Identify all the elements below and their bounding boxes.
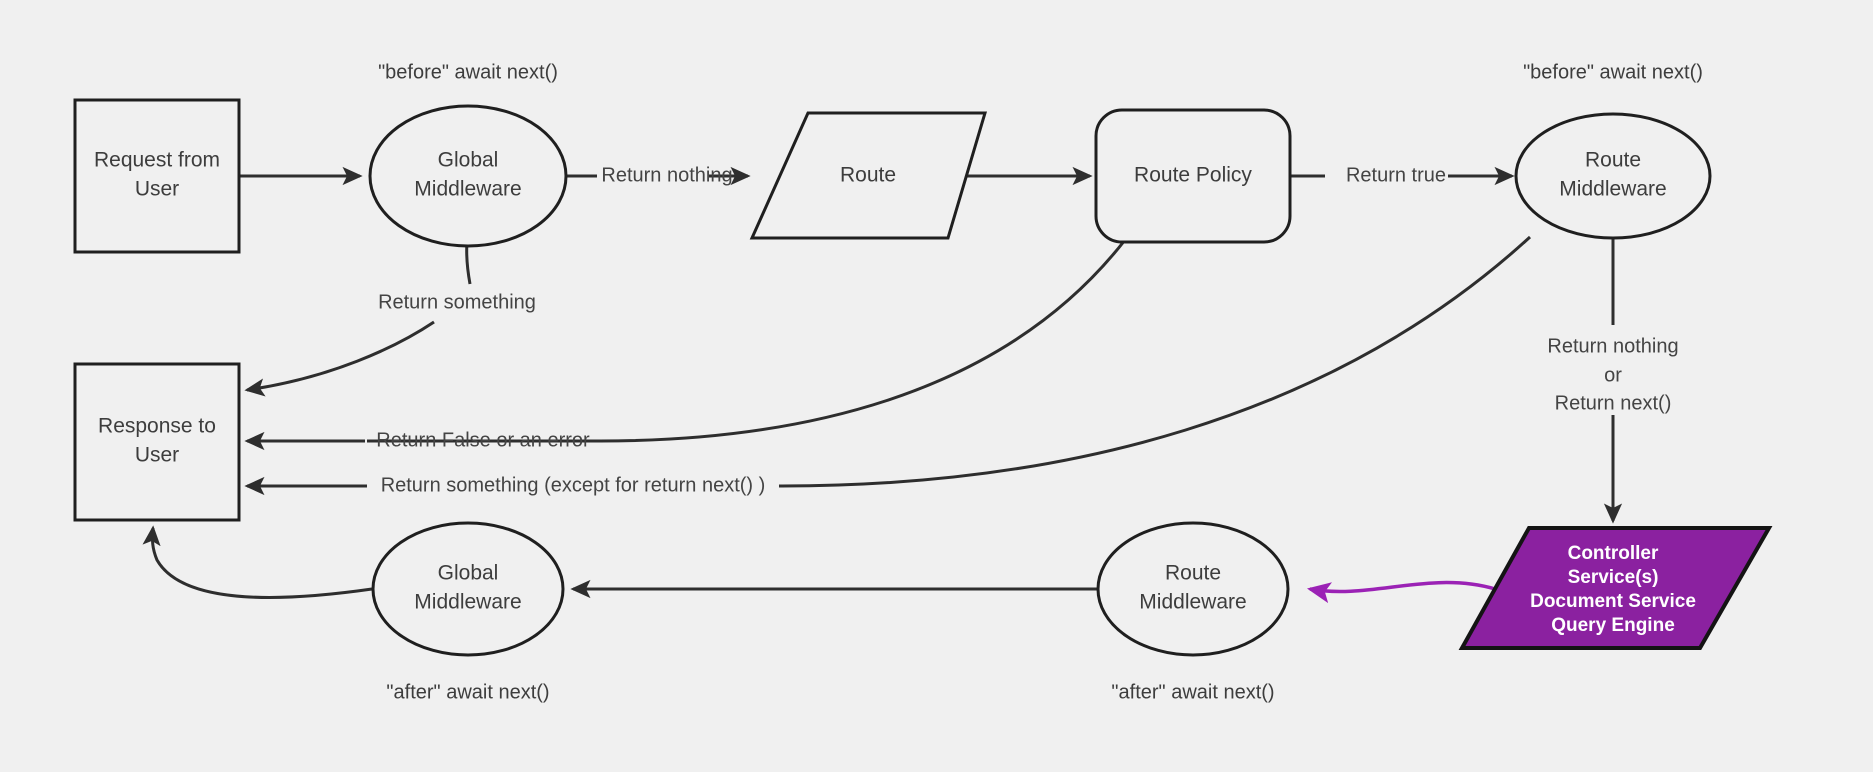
edge-global-middleware-after-to-response <box>142 525 373 599</box>
response-to-user-label-line2: User <box>135 444 179 467</box>
caption-global-middleware-after: "after" await next() <box>386 681 549 703</box>
edge-label-return-nothing-or-next-line3: Return next() <box>1555 392 1672 414</box>
request-from-user-shape <box>73 98 241 254</box>
node-controller-services[interactable]: Controller Service(s) Document Service Q… <box>1458 526 1773 650</box>
global-middleware-after-shape <box>371 521 565 657</box>
edge-label-return-false-or-error: Return False or an error <box>376 429 590 451</box>
controller-services-label-line1: Controller <box>1568 543 1659 564</box>
node-route-middleware-after[interactable]: Route Middleware <box>1096 521 1290 657</box>
route-middleware-after-label-line1: Route <box>1165 562 1221 585</box>
response-to-user-label-line1: Response to <box>98 415 216 438</box>
node-route-policy[interactable]: Route Policy <box>1094 108 1292 244</box>
route-shape <box>749 111 988 240</box>
response-to-user-shape <box>73 362 241 522</box>
controller-services-shape <box>1458 526 1773 650</box>
edge-route-policy-to-response-curve <box>599 239 1127 443</box>
route-middleware-after-label-line2: Middleware <box>1139 591 1246 614</box>
caption-global-middleware-before: "before" await next() <box>378 61 558 83</box>
route-policy-shape <box>1094 108 1292 244</box>
controller-services-label-line3: Document Service <box>1530 591 1696 612</box>
node-route-middleware-before[interactable]: Route Middleware <box>1514 112 1712 240</box>
route-middleware-before-shape <box>1514 112 1712 240</box>
route-middleware-before-label-line2: Middleware <box>1559 178 1666 201</box>
controller-services-label-line2: Service(s) <box>1568 567 1659 588</box>
edge-label-return-true: Return true <box>1346 164 1446 186</box>
node-request-from-user[interactable]: Request from User <box>73 98 241 254</box>
node-global-middleware-after[interactable]: Global Middleware <box>371 521 565 657</box>
edge-label-return-nothing-or-next-line1: Return nothing <box>1547 335 1678 357</box>
edge-label-return-nothing-or-next-line2: or <box>1604 364 1622 386</box>
node-response-to-user[interactable]: Response to User <box>73 362 241 522</box>
caption-route-middleware-before: "before" await next() <box>1523 61 1703 83</box>
global-middleware-before-label-line1: Global <box>438 149 499 172</box>
request-from-user-label-line1: Request from <box>94 149 220 172</box>
node-global-middleware-before[interactable]: Global Middleware <box>368 104 568 248</box>
edge-controller-to-route-middleware-after <box>1306 580 1496 604</box>
request-from-user-label-line2: User <box>135 178 179 201</box>
edge-global-middleware-to-response-lower <box>244 320 435 397</box>
route-label: Route <box>840 164 896 187</box>
global-middleware-after-label-line1: Global <box>438 562 499 585</box>
controller-services-label-line4: Query Engine <box>1551 615 1675 636</box>
global-middleware-before-label-line2: Middleware <box>414 178 521 201</box>
route-middleware-after-shape <box>1096 521 1290 657</box>
global-middleware-after-label-line2: Middleware <box>414 591 521 614</box>
edge-label-return-something-except: Return something (except for return next… <box>381 474 766 496</box>
global-middleware-before-shape <box>368 104 568 248</box>
node-route[interactable]: Route <box>749 111 988 240</box>
edge-label-return-nothing: Return nothing <box>601 164 732 186</box>
route-policy-label: Route Policy <box>1134 164 1252 187</box>
caption-route-middleware-after: "after" await next() <box>1111 681 1274 703</box>
route-middleware-before-label-line1: Route <box>1585 149 1641 172</box>
edge-label-return-something: Return something <box>378 291 536 313</box>
edge-route-middleware-to-response-curve <box>781 235 1532 488</box>
